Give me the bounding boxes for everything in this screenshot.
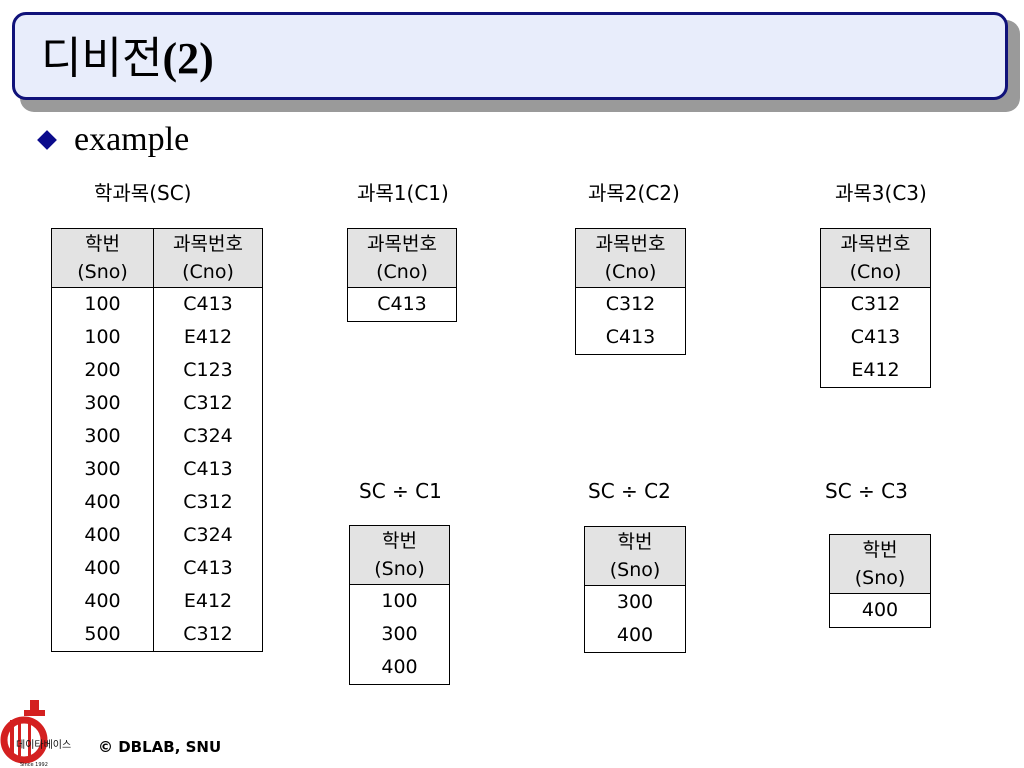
r1-row: 400 [349, 651, 450, 685]
r1-cell: 300 [349, 618, 450, 651]
sc-sno-cell: 200 [51, 354, 154, 387]
sc-cno-cell: C413 [153, 287, 263, 321]
c3-row: C413 [820, 321, 931, 354]
c3-cell: C312 [820, 287, 931, 321]
r1-row: 300 [349, 618, 450, 651]
sc-header-row: 학번(Sno) 과목번호(Cno) [51, 228, 263, 288]
sc-cno-cell: C324 [153, 519, 263, 552]
r2-header: 학번(Sno) [584, 526, 686, 586]
sc-sno-cell: 400 [51, 486, 154, 519]
c3-row: E412 [820, 354, 931, 388]
sc-header-sno: 학번(Sno) [51, 228, 154, 288]
sc-caption: 학과목(SC) [94, 181, 192, 205]
c3-cell: C413 [820, 321, 931, 354]
dblab-logo-icon: 데이타베이스 Since 1992 [0, 700, 71, 768]
c1-row: C413 [347, 287, 457, 322]
r2-caption: SC ÷ C2 [588, 479, 671, 503]
c1-header: 과목번호(Cno) [347, 228, 457, 288]
r3-cell: 400 [829, 593, 931, 628]
title-number: (2) [162, 34, 214, 83]
title-korean: 디비전 [41, 33, 163, 84]
c2-caption: 과목2(C2) [588, 181, 680, 205]
r3-row: 400 [829, 593, 931, 628]
r1-header: 학번(Sno) [349, 525, 450, 585]
r1-caption: SC ÷ C1 [359, 479, 442, 503]
logo-text: 데이타베이스 [16, 739, 71, 751]
c2-cell: C413 [575, 321, 686, 355]
sc-cno-cell: C413 [153, 552, 263, 585]
r3-table: 학번(Sno) 400 [829, 534, 931, 628]
sc-cno-cell: C324 [153, 420, 263, 453]
sc-sno-cell: 100 [51, 287, 154, 321]
sc-cno-cell: C312 [153, 387, 263, 420]
copyright-footer: © DBLAB, SNU [98, 738, 222, 756]
sc-sno-cell: 400 [51, 519, 154, 552]
r1-cell: 100 [349, 584, 450, 618]
c2-row: C413 [575, 321, 686, 355]
sc-cno-cell: E412 [153, 321, 263, 354]
r1-row: 100 [349, 584, 450, 618]
sc-sno-cell: 300 [51, 387, 154, 420]
diamond-bullet-icon [37, 130, 57, 150]
title-banner: 디비전(2) [12, 12, 1008, 100]
sc-sno-cell: 400 [51, 585, 154, 618]
logo-since: Since 1992 [20, 762, 48, 768]
sc-sno-cell: 400 [51, 552, 154, 585]
r3-caption: SC ÷ C3 [825, 479, 908, 503]
r2-cell: 300 [584, 585, 686, 619]
sc-cno-cell: C312 [153, 618, 263, 652]
r3-header: 학번(Sno) [829, 534, 931, 594]
r2-row: 400 [584, 619, 686, 653]
sc-cno-cell: C312 [153, 486, 263, 519]
c1-table: 과목번호(Cno) C413 [347, 228, 457, 322]
r1-cell: 400 [349, 651, 450, 685]
sc-sno-cell: 100 [51, 321, 154, 354]
sc-cno-cell: E412 [153, 585, 263, 618]
c3-cell: E412 [820, 354, 931, 388]
c2-row: C312 [575, 287, 686, 321]
c3-caption: 과목3(C3) [835, 181, 927, 205]
c3-header: 과목번호(Cno) [820, 228, 931, 288]
sc-sno-cell: 300 [51, 453, 154, 486]
c1-caption: 과목1(C1) [357, 181, 449, 205]
c2-cell: C312 [575, 287, 686, 321]
r2-row: 300 [584, 585, 686, 619]
r2-cell: 400 [584, 619, 686, 653]
bullet-text: example [74, 121, 190, 158]
c3-row: C312 [820, 287, 931, 321]
c2-header: 과목번호(Cno) [575, 228, 686, 288]
c1-cell: C413 [347, 287, 457, 322]
sc-cno-cell: C123 [153, 354, 263, 387]
slide-title: 디비전(2) [41, 29, 214, 89]
sc-sno-cell: 300 [51, 420, 154, 453]
sc-sno-cell: 500 [51, 618, 154, 652]
sc-cno-cell: C413 [153, 453, 263, 486]
sc-header-cno: 과목번호(Cno) [153, 228, 263, 288]
